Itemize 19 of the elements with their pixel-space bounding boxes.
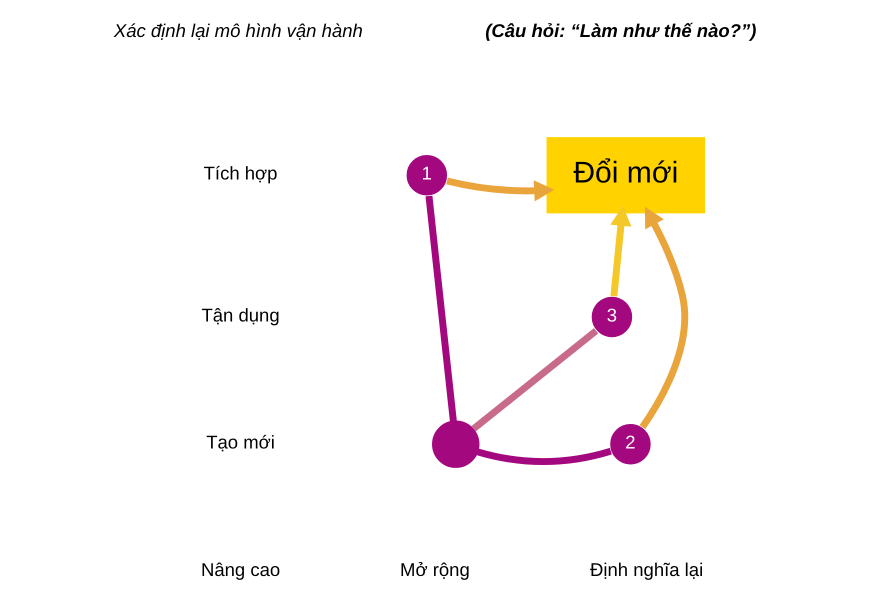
label: Tận dụng: [201, 304, 280, 326]
label: (Câu hỏi: “Làm như thế nào?”): [485, 20, 756, 41]
connector: [477, 448, 612, 466]
connector: [426, 196, 457, 422]
node-box: Đổi mới: [546, 137, 706, 214]
arrow: [446, 178, 554, 202]
arrow: [610, 206, 632, 297]
label: Định nghĩa lại: [590, 558, 704, 580]
label: Mở rộng: [400, 558, 470, 580]
label: Xác định lại mô hình vận hành: [114, 20, 363, 41]
label: Tích hợp: [204, 162, 278, 184]
node-circle: [432, 420, 480, 468]
label: Tạo mới: [206, 432, 275, 453]
arrow: [640, 206, 688, 430]
label: Nâng cao: [200, 558, 280, 580]
node-circle: 3: [590, 296, 634, 338]
node-circle: 1: [405, 154, 448, 197]
connector: [471, 328, 598, 432]
node-circle: 2: [609, 422, 652, 466]
